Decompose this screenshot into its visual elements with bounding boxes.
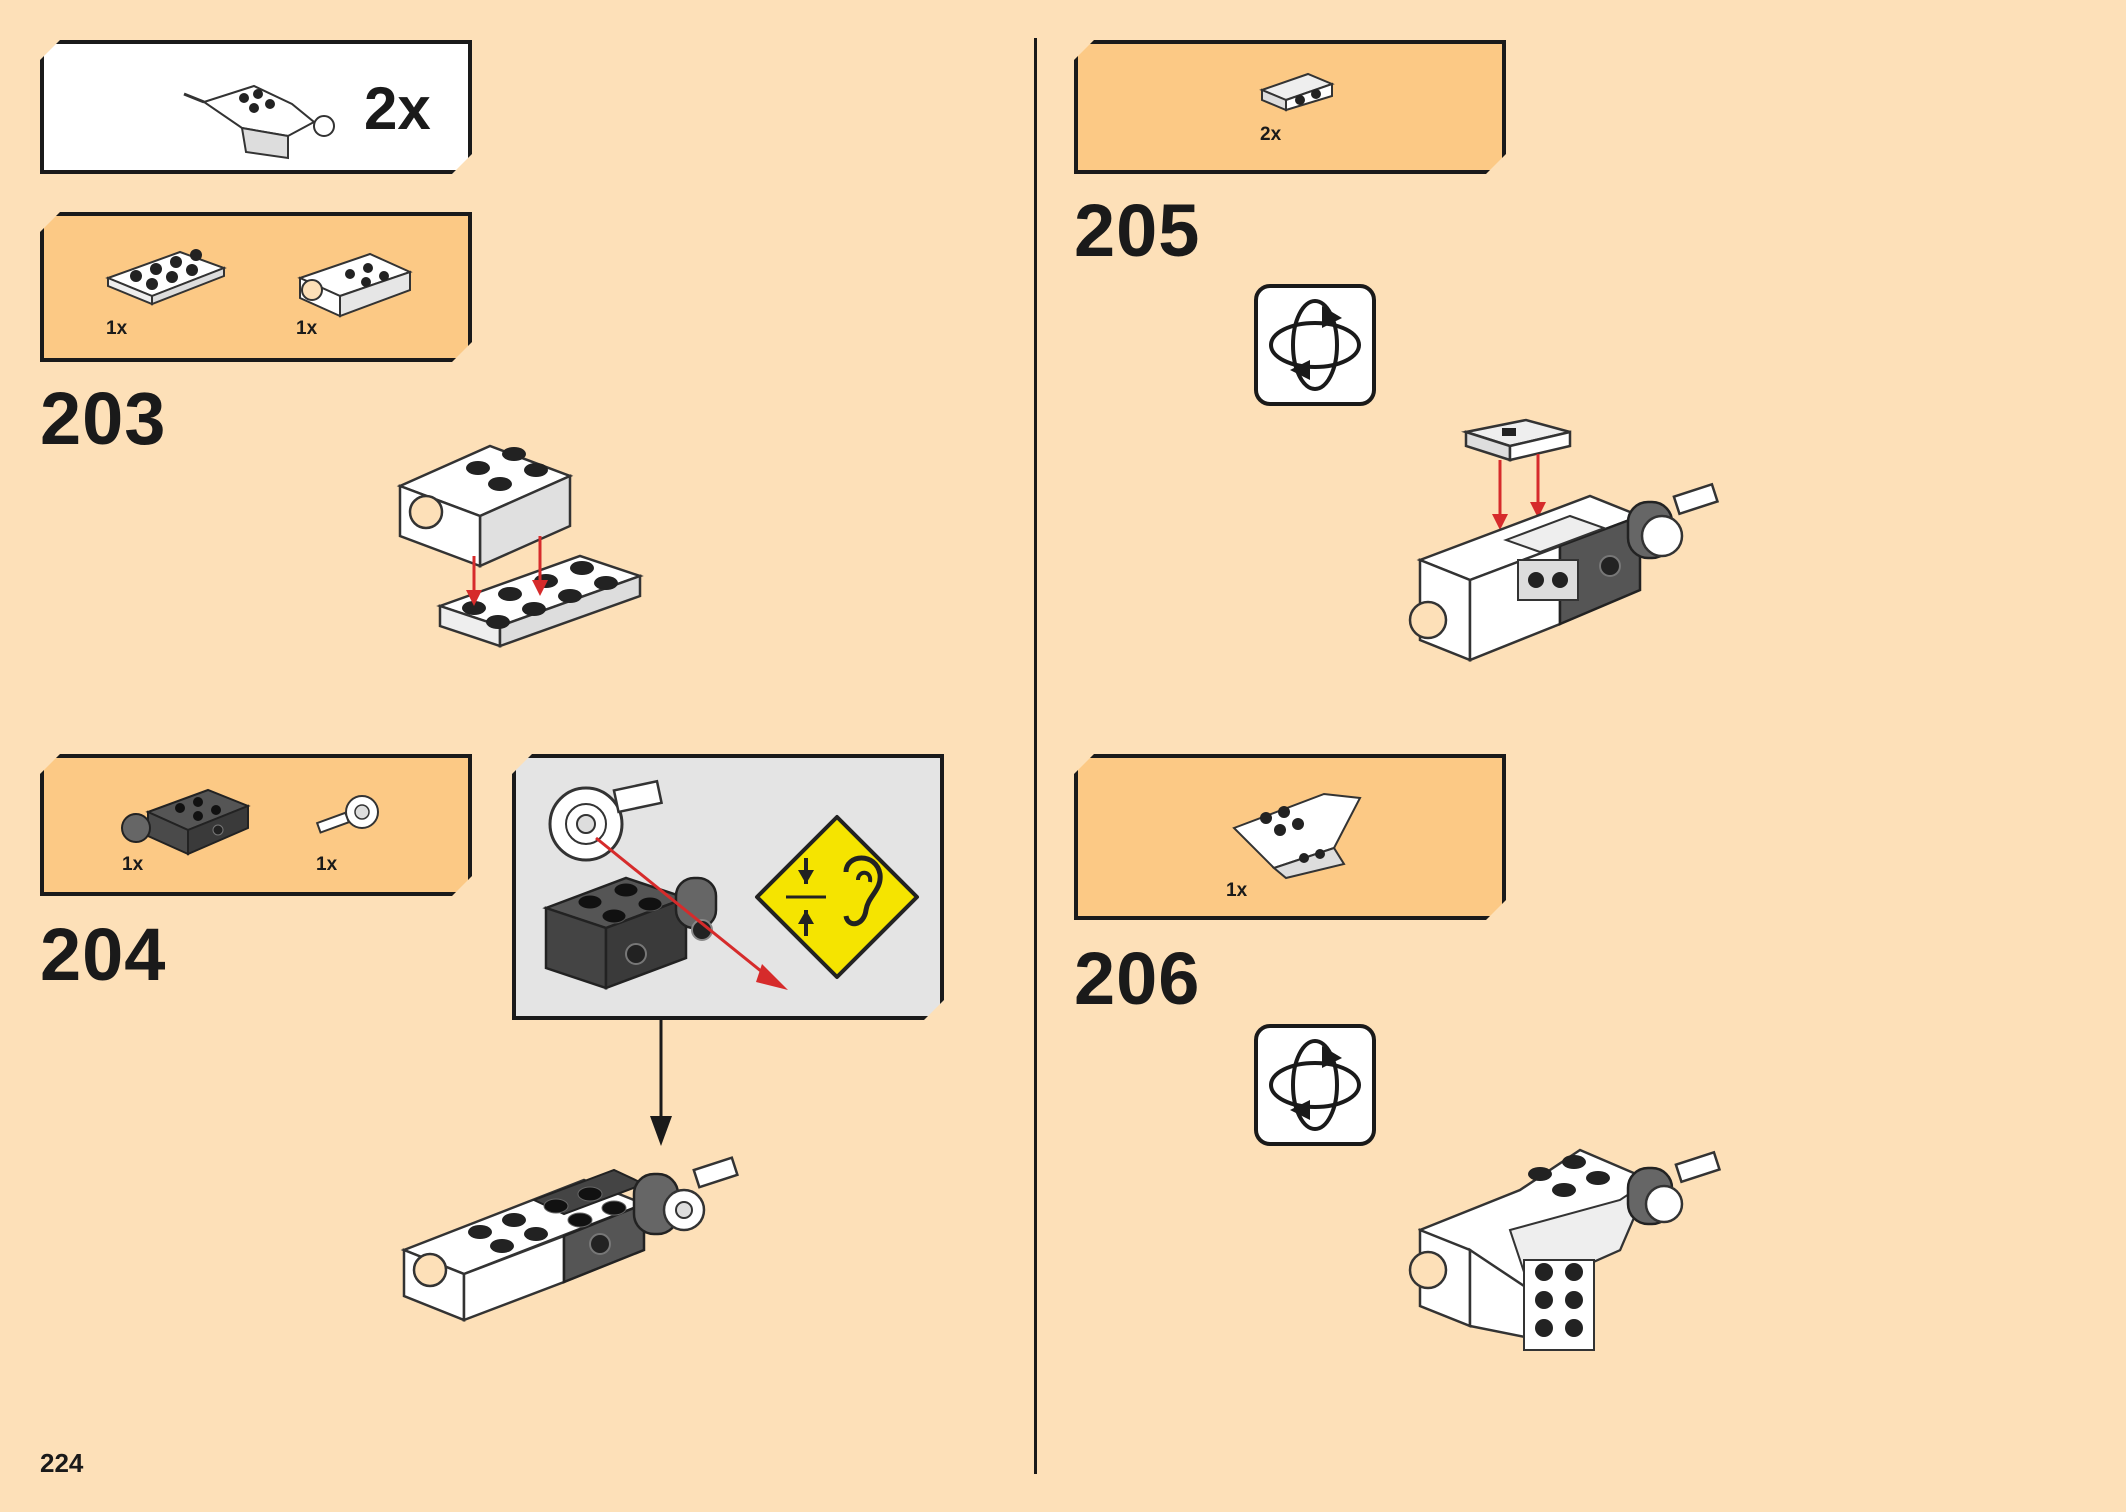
part-ball-joint-pin-icon — [312, 784, 392, 844]
page-number: 224 — [40, 1448, 84, 1478]
step-204-illustration — [400, 1156, 739, 1322]
submodel-multiplier-box: 2x — [40, 40, 472, 174]
step-203-illustration — [396, 444, 644, 648]
multiplier-label: 2x — [364, 75, 431, 142]
part-qty: 1x — [296, 318, 318, 339]
page-divider — [1034, 38, 1037, 1474]
part-qty: 1x — [1226, 880, 1248, 901]
part-white-plate-icon — [100, 238, 230, 308]
part-qty: 1x — [106, 318, 128, 339]
part-white-brick-pin-icon — [290, 238, 420, 318]
parts-list-203: 1x 1x — [40, 212, 472, 362]
step-number-206: 206 — [1074, 937, 1201, 1020]
rotate-model-icon — [1254, 284, 1376, 406]
step-206-illustration — [1408, 1148, 1722, 1351]
part-qty: 2x — [1260, 124, 1282, 145]
parts-list-205: 2x — [1074, 40, 1506, 174]
submodel-preview-image — [184, 64, 344, 164]
step-205-illustration — [1408, 418, 1720, 662]
step-number-203: 203 — [40, 377, 167, 460]
part-qty: 1x — [122, 854, 144, 875]
part-bracket-plate-icon — [1258, 68, 1338, 118]
click-sound-warning-icon — [752, 812, 922, 982]
assembly-detail-callout — [512, 754, 944, 1020]
rotate-model-icon — [1254, 1024, 1376, 1146]
callout-pointer-arrow — [650, 1020, 672, 1146]
part-wedge-slope-icon — [1224, 778, 1374, 868]
step-number-204: 204 — [40, 913, 167, 996]
part-dark-gray-brick-icon — [118, 778, 248, 858]
detail-illustration — [516, 758, 936, 1014]
part-qty: 1x — [316, 854, 338, 875]
parts-list-206: 1x — [1074, 754, 1506, 920]
step-number-205: 205 — [1074, 189, 1201, 272]
parts-list-204: 1x 1x — [40, 754, 472, 896]
